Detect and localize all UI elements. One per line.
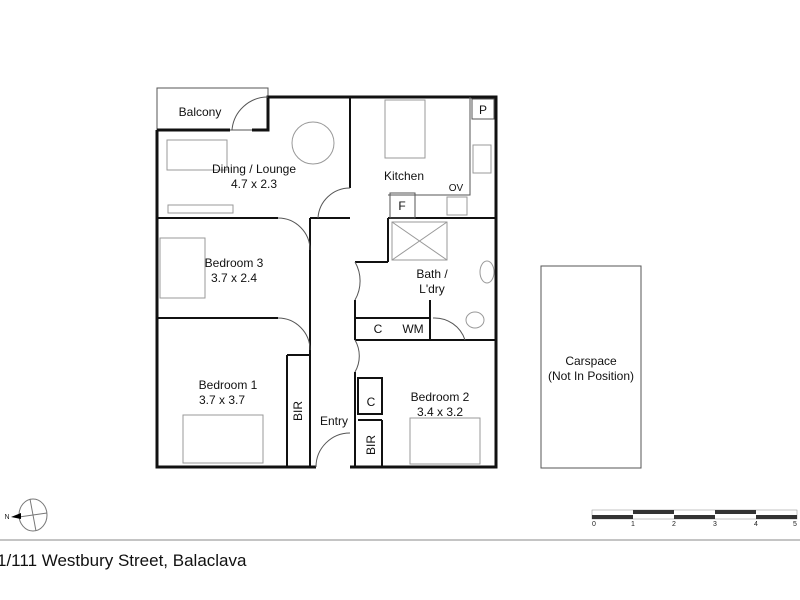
room-label-balcony: Balcony xyxy=(179,105,222,119)
scale-tick: 2 xyxy=(672,521,676,528)
bed-icon xyxy=(159,237,206,299)
room-label-kitchen: Kitchen xyxy=(384,169,424,183)
interior-walls xyxy=(157,97,496,467)
room-size-bedroom3: 3.7 x 2.4 xyxy=(211,271,257,285)
bir-label: BIR xyxy=(291,401,305,421)
carspace-outline xyxy=(540,265,642,469)
basin-icon xyxy=(479,260,495,284)
property-address: 1/111 Westbury Street, Balaclava xyxy=(0,551,247,570)
room-label-bedroom3: Bedroom 3 xyxy=(205,256,264,270)
oven-label: OV xyxy=(449,183,464,194)
room-label-laundry: L'dry xyxy=(419,282,445,296)
washing-machine-label: WM xyxy=(402,322,423,336)
room-label-bath: Bath / xyxy=(416,267,448,281)
room-size-bedroom1: 3.7 x 3.7 xyxy=(199,393,245,407)
carspace-label: Carspace xyxy=(565,354,617,368)
sink-icon xyxy=(472,144,492,174)
sofa-icon xyxy=(166,139,228,171)
tv-unit-icon xyxy=(167,204,234,214)
dining-table-icon xyxy=(291,121,335,165)
scale-tick: 4 xyxy=(754,521,758,528)
compass-icon: N xyxy=(4,498,48,532)
toilet-icon xyxy=(465,311,485,329)
door-swings xyxy=(231,96,466,468)
scale-tick: 0 xyxy=(592,521,596,528)
room-size-dining: 4.7 x 2.3 xyxy=(231,177,277,191)
pantry-label: P xyxy=(479,103,487,117)
scale-bar: 0 1 2 3 4 5 xyxy=(591,509,798,528)
outer-walls xyxy=(155,95,498,469)
room-label-dining: Dining / Lounge xyxy=(212,162,296,176)
compass-north-label: N xyxy=(4,514,9,521)
kitchen-bench-icon xyxy=(384,99,426,159)
bed-icon xyxy=(182,414,264,464)
bir-label: BIR xyxy=(364,435,378,455)
room-label-bedroom2: Bedroom 2 xyxy=(411,390,470,404)
fridge-label: F xyxy=(398,199,405,213)
bed-icon xyxy=(409,417,481,465)
carspace-note: (Not In Position) xyxy=(548,369,634,383)
scale-tick: 3 xyxy=(713,521,717,528)
room-label-bedroom1: Bedroom 1 xyxy=(199,378,258,392)
room-label-entry: Entry xyxy=(320,414,348,428)
furniture xyxy=(159,97,495,465)
room-size-bedroom2: 3.4 x 3.2 xyxy=(417,405,463,419)
cooktop-icon xyxy=(446,196,468,216)
scale-tick: 1 xyxy=(631,521,635,528)
cupboard-label: C xyxy=(367,395,376,409)
cupboard-label: C xyxy=(374,322,383,336)
scale-tick: 5 xyxy=(793,521,797,528)
